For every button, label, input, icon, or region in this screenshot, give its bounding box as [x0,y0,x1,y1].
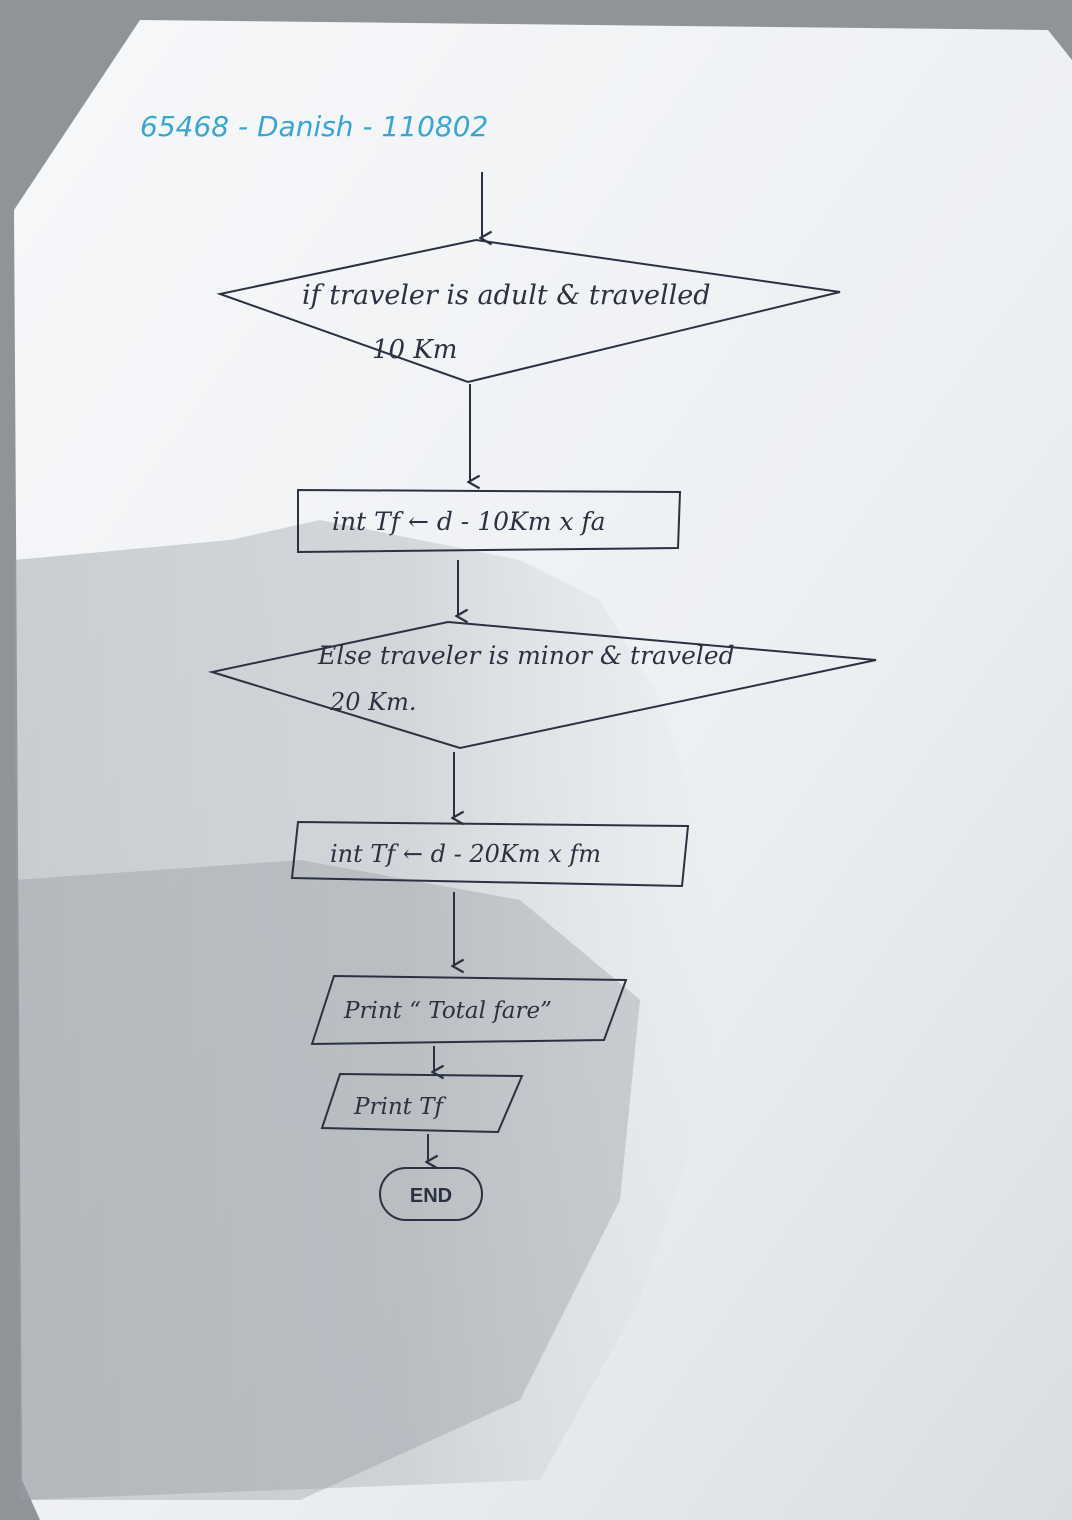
decision-1-text-line2: 10 Km [372,335,457,365]
process-2-text: int Tf ← d - 20Km x fm [330,840,601,868]
terminal-end-shape [379,1167,483,1221]
decision-2-text-line1: Else traveler is minor & traveled [317,641,735,670]
decision-2-text-line2: 20 Km. [329,688,416,716]
header-id-line: 65468 - Danish - 110802 [140,110,488,143]
output-2-text: Print Tf [353,1094,447,1120]
output-1-text: Print “ Total fare” [343,998,552,1024]
photo-shadow-lower [14,860,640,1500]
terminal-end-text: END [410,1185,452,1207]
decision-1-shape [216,238,841,384]
photo-shadow [14,520,720,1500]
process-1-box [297,488,682,554]
decision-1-text-line1: if traveler is adult & travelled [302,280,711,311]
decision-2-shape [208,620,877,750]
output-2-shape [320,1072,524,1134]
process-1-text: int Tf ← d - 10Km x fa [332,507,606,536]
process-2-box [290,820,690,888]
output-1-shape [310,974,628,1046]
